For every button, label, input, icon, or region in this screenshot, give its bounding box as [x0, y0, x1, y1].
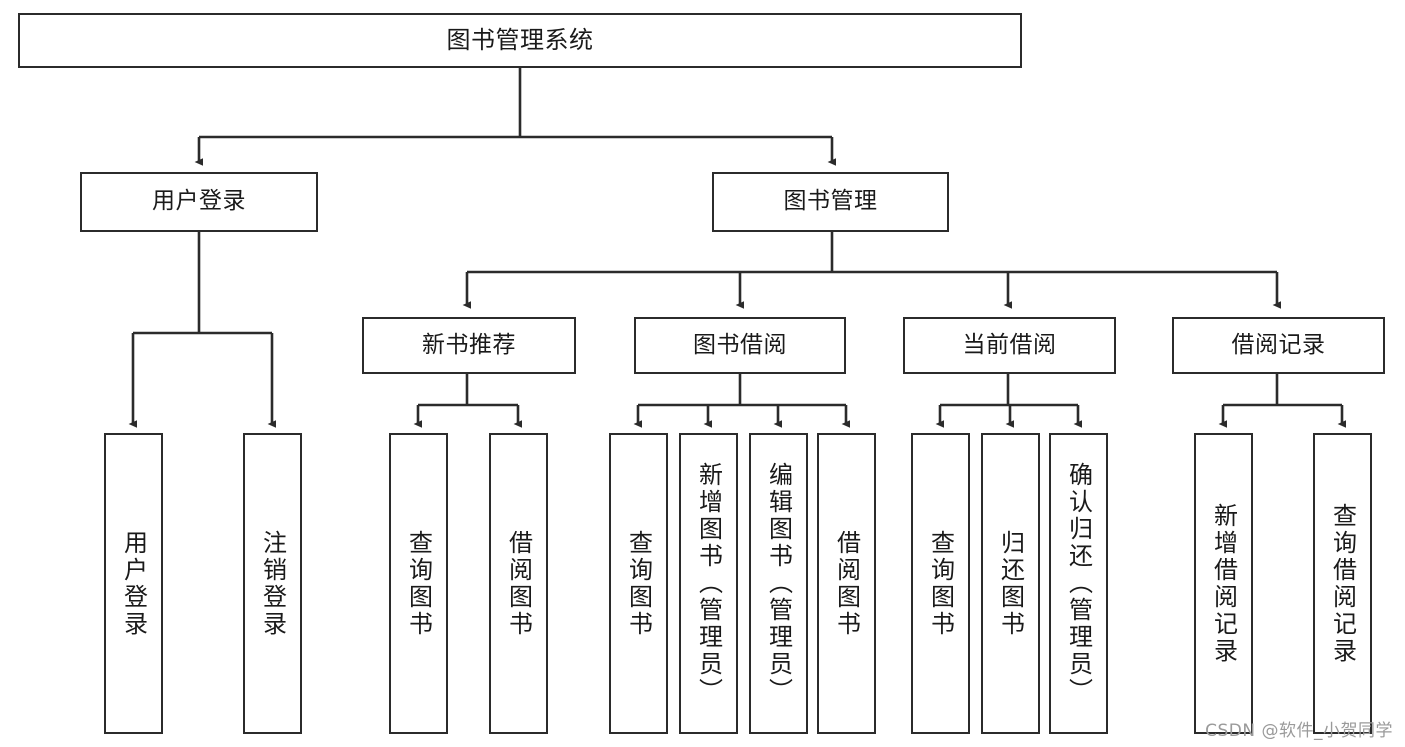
node-label: 当前借阅 [962, 331, 1057, 358]
node-label: 借阅图书 [504, 529, 533, 638]
node-label: 图书管理系统 [446, 26, 594, 55]
leaf-borrow-book-recommend[interactable]: 借阅图书 [489, 433, 548, 734]
node-book-management-system[interactable]: 图书管理系统 [18, 13, 1022, 68]
node-label: 查询图书 [926, 529, 955, 638]
node-label: 借阅记录 [1231, 331, 1326, 358]
node-label: 新增借阅记录 [1209, 502, 1238, 665]
node-current-borrowing[interactable]: 当前借阅 [903, 317, 1116, 374]
node-label: 查询借阅记录 [1328, 502, 1357, 665]
leaf-user-login[interactable]: 用户登录 [104, 433, 163, 734]
leaf-query-book-recommend[interactable]: 查询图书 [389, 433, 448, 734]
node-borrowing-record[interactable]: 借阅记录 [1172, 317, 1385, 374]
node-label: 查询图书 [624, 529, 653, 638]
node-label: 查询图书 [404, 529, 433, 638]
node-label: 图书管理 [783, 188, 878, 215]
node-label: 注销登录 [258, 529, 287, 638]
leaf-return-book[interactable]: 归还图书 [981, 433, 1040, 734]
node-label: 借阅图书 [832, 529, 861, 638]
leaf-edit-book-admin[interactable]: 编辑图书（管理员） [749, 433, 808, 734]
node-label: 归还图书 [996, 529, 1025, 638]
node-book-management[interactable]: 图书管理 [712, 172, 949, 232]
node-label: 编辑图书（管理员） [764, 462, 793, 705]
leaf-confirm-return-admin[interactable]: 确认归还（管理员） [1049, 433, 1108, 734]
leaf-query-book-borrow[interactable]: 查询图书 [609, 433, 668, 734]
leaf-query-borrow-record[interactable]: 查询借阅记录 [1313, 433, 1372, 734]
node-label: 图书借阅 [693, 331, 787, 358]
leaf-add-book-admin[interactable]: 新增图书（管理员） [679, 433, 738, 734]
node-book-borrowing[interactable]: 图书借阅 [634, 317, 846, 374]
leaf-query-book-current[interactable]: 查询图书 [911, 433, 970, 734]
leaf-add-borrow-record[interactable]: 新增借阅记录 [1194, 433, 1253, 734]
node-new-book-recommendation[interactable]: 新书推荐 [362, 317, 576, 374]
node-user-login[interactable]: 用户登录 [80, 172, 318, 232]
node-label: 新增图书（管理员） [694, 462, 723, 705]
node-label: 新书推荐 [422, 331, 516, 358]
node-label: 确认归还（管理员） [1064, 462, 1093, 705]
leaf-borrow-book[interactable]: 借阅图书 [817, 433, 876, 734]
leaf-logout-login[interactable]: 注销登录 [243, 433, 302, 734]
node-label: 用户登录 [119, 529, 148, 638]
node-label: 用户登录 [152, 188, 246, 215]
